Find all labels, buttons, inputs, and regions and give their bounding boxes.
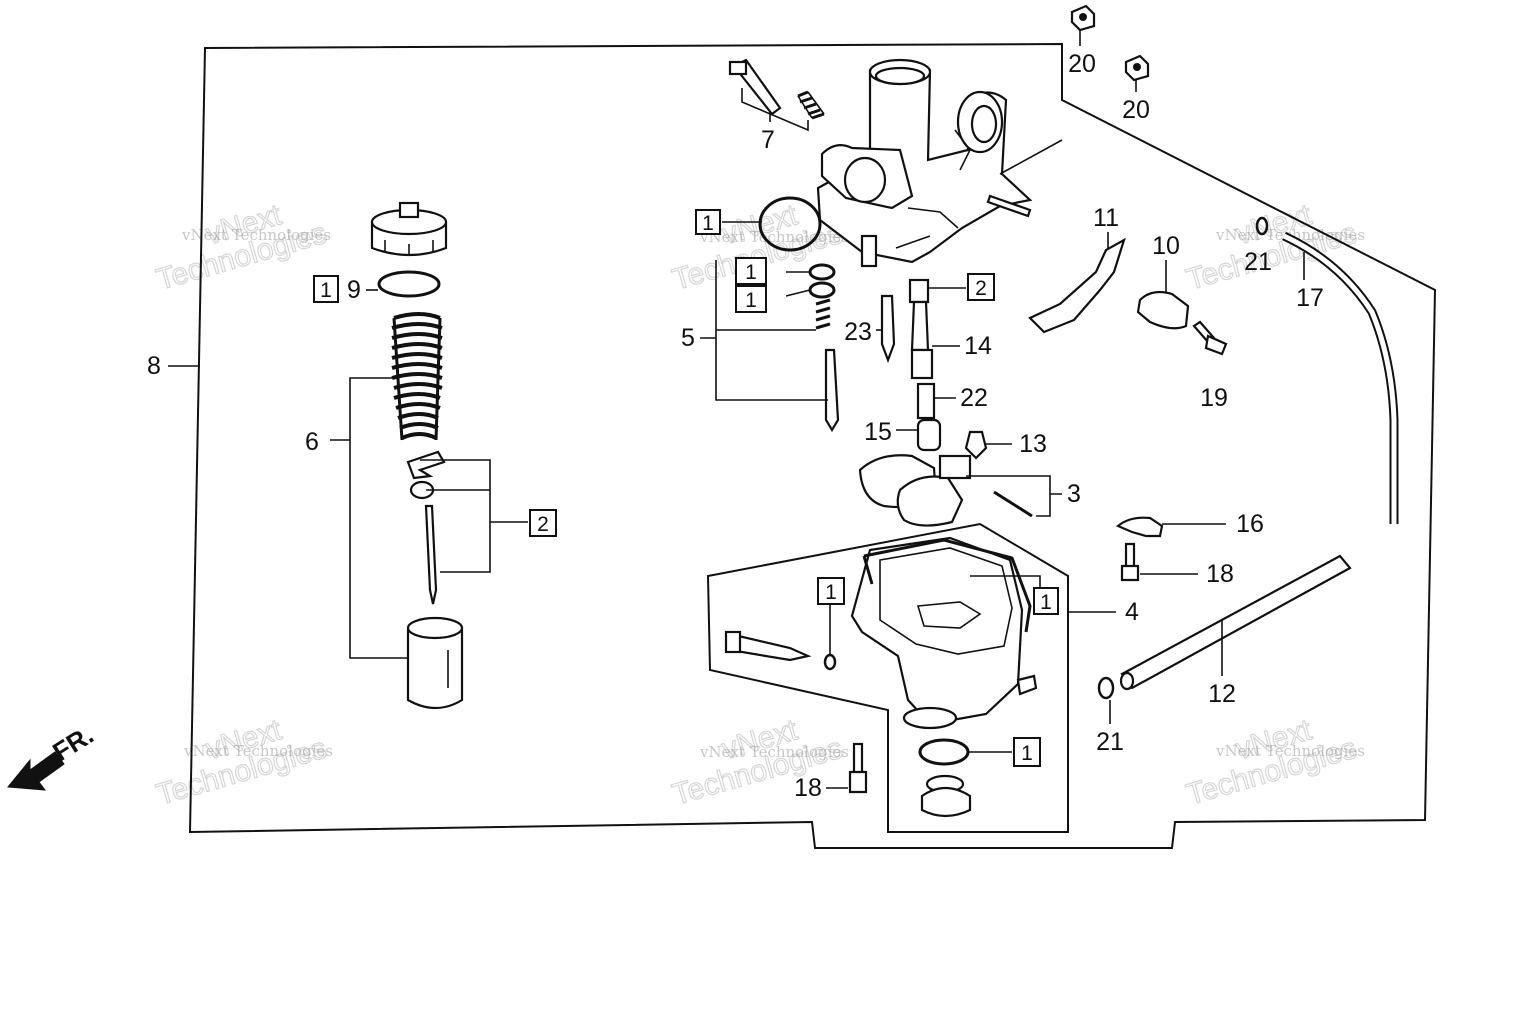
kit-box-gasket: 1 [1013, 737, 1041, 767]
overflow-tube [1120, 554, 1352, 690]
callout-21-upper: 21 [1244, 248, 1272, 276]
throttle-link-lever [1028, 237, 1126, 334]
screw-19 [1192, 320, 1228, 356]
air-screw-o-ring [823, 653, 837, 671]
watermark-small-1: vNext Technologies [181, 226, 331, 244]
screw-18-lower [848, 742, 868, 794]
callout-13: 13 [1019, 430, 1047, 458]
pilot-screw [824, 348, 840, 433]
watermark-small-2: vNext Technologies [699, 228, 849, 246]
callout-9: 9 [347, 276, 361, 304]
kit-box-top: 1 [695, 209, 721, 235]
callout-22: 22 [960, 384, 988, 412]
float-chamber [850, 536, 1038, 730]
leader-box-bowl [970, 575, 1041, 590]
drain-plug [920, 774, 972, 818]
callout-8: 8 [147, 352, 161, 380]
throttle-cap [370, 201, 448, 257]
vent-tube-inner [1282, 233, 1397, 524]
front-arrow-icon [7, 751, 65, 791]
tube-clip-lower [1097, 676, 1115, 700]
callout-11: 11 [1093, 204, 1119, 232]
callout-6: 6 [305, 428, 319, 456]
bracket-2-needle [420, 459, 528, 573]
kit-box-top-label: 1 [702, 212, 714, 235]
callout-14: 14 [964, 332, 992, 360]
kit-box-14-label: 2 [975, 277, 987, 300]
vent-tube [1282, 231, 1399, 524]
kit-box-gasket-label: 1 [1021, 742, 1033, 765]
kit-box-5b-label: 1 [745, 289, 757, 312]
body-o-ring [758, 196, 822, 252]
callout-23: 23 [844, 318, 872, 346]
callout-10: 10 [1152, 232, 1180, 260]
kit-box-9-label: 1 [320, 279, 332, 302]
callout-20-lower: 20 [1122, 96, 1150, 124]
needle-jet-holder [908, 278, 934, 380]
watermark-small-4: vNext Technologies [183, 742, 333, 760]
cap-gasket [377, 270, 441, 298]
callout-7: 7 [761, 126, 775, 154]
kit-box-bowl: 1 [1033, 587, 1059, 615]
throttle-stop-screw [728, 58, 782, 116]
main-jet [916, 382, 936, 420]
pilot-o-ring-1 [808, 263, 836, 281]
watermark-small-6: vNext Technologies [1215, 742, 1365, 760]
front-direction-indicator: FR. [7, 719, 99, 791]
pilot-o-ring-2 [808, 281, 836, 299]
jet-needle [424, 504, 438, 605]
stop-screw-spring [797, 90, 825, 120]
slow-jet [880, 294, 896, 364]
float-valve [964, 430, 988, 460]
bracket-5 [700, 260, 828, 401]
callout-12: 12 [1208, 680, 1236, 708]
callout-3: 3 [1067, 480, 1081, 508]
kit-box-5a: 1 [735, 257, 767, 285]
kit-box-bowl-label: 1 [1040, 591, 1052, 614]
nut-20-lower [1124, 54, 1150, 82]
kit-box-needle-label: 2 [537, 513, 549, 536]
callout-labels: 8 6 9 7 5 23 14 22 15 13 3 4 18 11 10 19… [147, 50, 1324, 802]
nut-20-upper [1070, 4, 1096, 32]
kit-box-needle: 2 [529, 509, 557, 537]
bracket-3 [966, 475, 1062, 517]
bracket-7 [741, 88, 809, 132]
bowl-gasket [862, 538, 1032, 633]
watermark-small-5: vNext Technologies [699, 743, 849, 761]
air-screw [724, 630, 812, 662]
bracket-6 [330, 377, 408, 659]
callout-18-lower: 18 [794, 774, 822, 802]
callout-21-lower: 21 [1096, 728, 1124, 756]
float-pin [993, 490, 1033, 518]
pilot-spring [815, 298, 831, 330]
callout-17: 17 [1296, 284, 1324, 312]
tube-clip-upper [1255, 216, 1269, 236]
kit-box-5a-label: 1 [745, 261, 757, 284]
callout-20-upper: 20 [1068, 50, 1096, 78]
throttle-spring [391, 312, 443, 441]
kit-box-pilot-label: 1 [825, 581, 837, 604]
kit-box-9: 1 [313, 275, 339, 303]
callout-5: 5 [681, 324, 695, 352]
kit-box-pilot: 1 [817, 577, 845, 605]
float-chamber-boundary [706, 522, 1069, 833]
kit-box-14: 2 [967, 273, 995, 301]
assembly-boundary [188, 42, 1437, 849]
float-assembly [858, 418, 972, 527]
cable-holder [1136, 290, 1190, 330]
screw-18-right [1120, 542, 1140, 582]
drain-plug-gasket [918, 738, 970, 766]
overflow-tube-end [1119, 671, 1135, 691]
callout-18-right: 18 [1206, 560, 1234, 588]
throttle-slide [406, 616, 464, 710]
carburetor-body [816, 58, 1063, 268]
callout-16: 16 [1236, 510, 1264, 538]
kit-box-5b: 1 [735, 285, 767, 313]
callout-15: 15 [864, 418, 892, 446]
tube-clamp-16 [1115, 516, 1164, 538]
needle-clip [406, 450, 446, 480]
callout-4: 4 [1125, 598, 1139, 626]
callout-19: 19 [1200, 384, 1228, 412]
